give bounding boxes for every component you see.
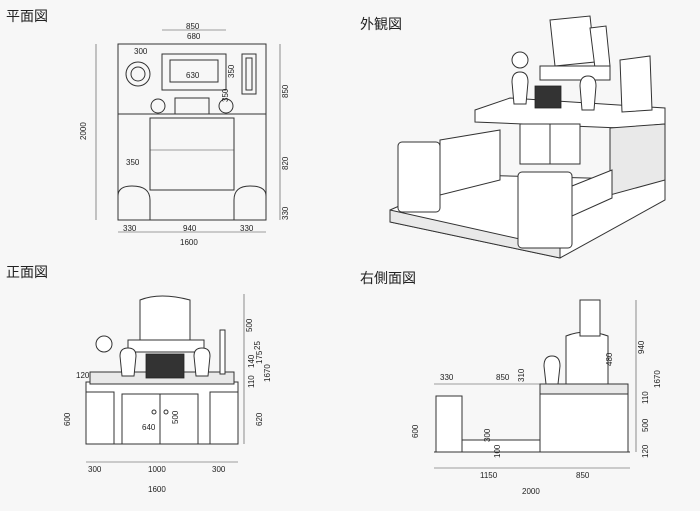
side-main-stone	[565, 331, 609, 385]
plan-front-post-left	[117, 185, 151, 221]
front-post-left	[85, 391, 115, 445]
plan-front-post-right	[233, 185, 267, 221]
front-dim-140-label: 140	[247, 354, 256, 368]
plan-view: 850 680 300 630 350 350 350 2000 850 820…	[79, 22, 290, 247]
ext-post-left	[397, 141, 441, 213]
side-dim-500-label: 500	[641, 418, 650, 432]
plan-incense-inner	[130, 66, 146, 82]
side-dim-330-label: 330	[440, 373, 454, 382]
front-incense-box	[145, 353, 185, 379]
exterior-view-title: 外観図	[360, 17, 402, 33]
plan-stone-top	[169, 59, 219, 83]
plan-dim-300-label: 300	[134, 47, 148, 56]
front-stone-lotus	[127, 339, 205, 353]
front-knob-right	[163, 409, 169, 415]
plan-vase-right	[218, 98, 234, 114]
side-dim-1150-label: 1150	[480, 471, 498, 480]
front-dim-640-label: 640	[142, 423, 156, 432]
side-dim-600-label: 600	[411, 424, 420, 438]
plan-side-inner	[245, 57, 253, 91]
plan-side-stone	[241, 53, 257, 95]
side-vase	[543, 355, 561, 385]
front-knob-left	[151, 409, 157, 415]
front-dim-25-label: 25	[253, 341, 262, 350]
plan-enclosure	[117, 113, 267, 221]
front-post-right	[209, 391, 239, 445]
front-dim-500c-label: 500	[171, 410, 180, 424]
plan-incense-circle	[125, 61, 151, 87]
plan-incense-stand	[174, 97, 210, 115]
ext-vase-right	[579, 75, 597, 111]
front-dim-1670-label: 1670	[263, 364, 272, 382]
front-dim-300b-label: 300	[212, 465, 226, 474]
exterior-view	[389, 15, 666, 259]
plan-dim-330v-label: 330	[281, 206, 290, 220]
side-front-post	[435, 395, 463, 453]
plan-dim-350a-label: 350	[227, 64, 236, 78]
plan-dim-330b-label: 330	[240, 224, 254, 233]
side-dim-100-label: 100	[493, 444, 502, 458]
front-dim-300a-label: 300	[88, 465, 102, 474]
side-dim-940-label: 940	[637, 340, 646, 354]
front-vase-right	[193, 347, 211, 377]
plan-dim-630-label: 630	[186, 71, 200, 80]
ext-right-low-wall	[571, 169, 613, 217]
plan-dim-680-label: 680	[187, 32, 201, 41]
plan-dim-940-label: 940	[183, 224, 197, 233]
plan-dim-350-label: 350	[126, 158, 140, 167]
side-dim-120-label: 120	[641, 444, 650, 458]
plan-dim-850-label: 850	[186, 22, 200, 31]
ext-main-stone	[549, 15, 596, 67]
front-dim-600-label: 600	[63, 412, 72, 426]
plan-dim-2000-label: 2000	[79, 122, 88, 140]
ext-vase-left	[511, 71, 529, 105]
plan-dim-820-label: 820	[281, 156, 290, 170]
front-dim-500-label: 500	[245, 318, 254, 332]
front-view: 500 175 110 140 25 620 1670 120 600 640 …	[63, 294, 272, 494]
ext-post-right	[517, 171, 573, 249]
front-main-stone	[139, 295, 191, 341]
plan-dim-1600-label: 1600	[180, 238, 198, 247]
plan-main-stone	[161, 53, 227, 91]
front-view-title: 正面図	[6, 265, 48, 281]
front-dim-175-label: 175	[255, 350, 264, 364]
plan-dim-850v-label: 850	[281, 84, 290, 98]
plan-vase-left	[150, 98, 166, 114]
plan-inner-floor	[149, 117, 235, 191]
plan-dim-330a-label: 330	[123, 224, 137, 233]
plan-view-title: 平面図	[6, 9, 48, 25]
side-ledge	[539, 383, 629, 395]
side-dim-300-label: 300	[483, 428, 492, 442]
front-dim-620-label: 620	[255, 412, 264, 426]
front-dim-1600-label: 1600	[148, 485, 166, 494]
front-jizo-statue	[95, 335, 113, 353]
side-dim-2000-label: 2000	[522, 487, 540, 496]
ext-base-front	[389, 209, 561, 259]
ext-jizo-statue	[511, 51, 529, 69]
front-dim-120-label: 120	[76, 371, 90, 380]
front-dim-1000-label: 1000	[148, 465, 166, 474]
front-vase-left	[119, 347, 137, 377]
ext-incense-box	[534, 85, 562, 109]
side-floor	[461, 439, 549, 453]
plan-dim-350b-label: 350	[221, 88, 230, 102]
side-dim-110-label: 110	[641, 391, 650, 404]
side-dim-480-label: 480	[605, 352, 614, 366]
side-dim-310-label: 310	[517, 368, 526, 382]
right-side-view-title: 右側面図	[360, 271, 416, 287]
right-side-view: 940 480 310 1670 110 500 120 600 300 100…	[411, 299, 662, 496]
ext-side-stone	[619, 55, 653, 113]
side-dim-850b-label: 850	[576, 471, 590, 480]
ext-stone-base	[539, 65, 611, 81]
side-dim-850t-label: 850	[496, 373, 510, 382]
front-dim-110-label: 110	[247, 375, 256, 388]
front-pole	[219, 329, 226, 375]
side-dim-1670-label: 1670	[653, 370, 662, 388]
side-base	[539, 383, 629, 453]
side-stone-top	[579, 299, 601, 337]
